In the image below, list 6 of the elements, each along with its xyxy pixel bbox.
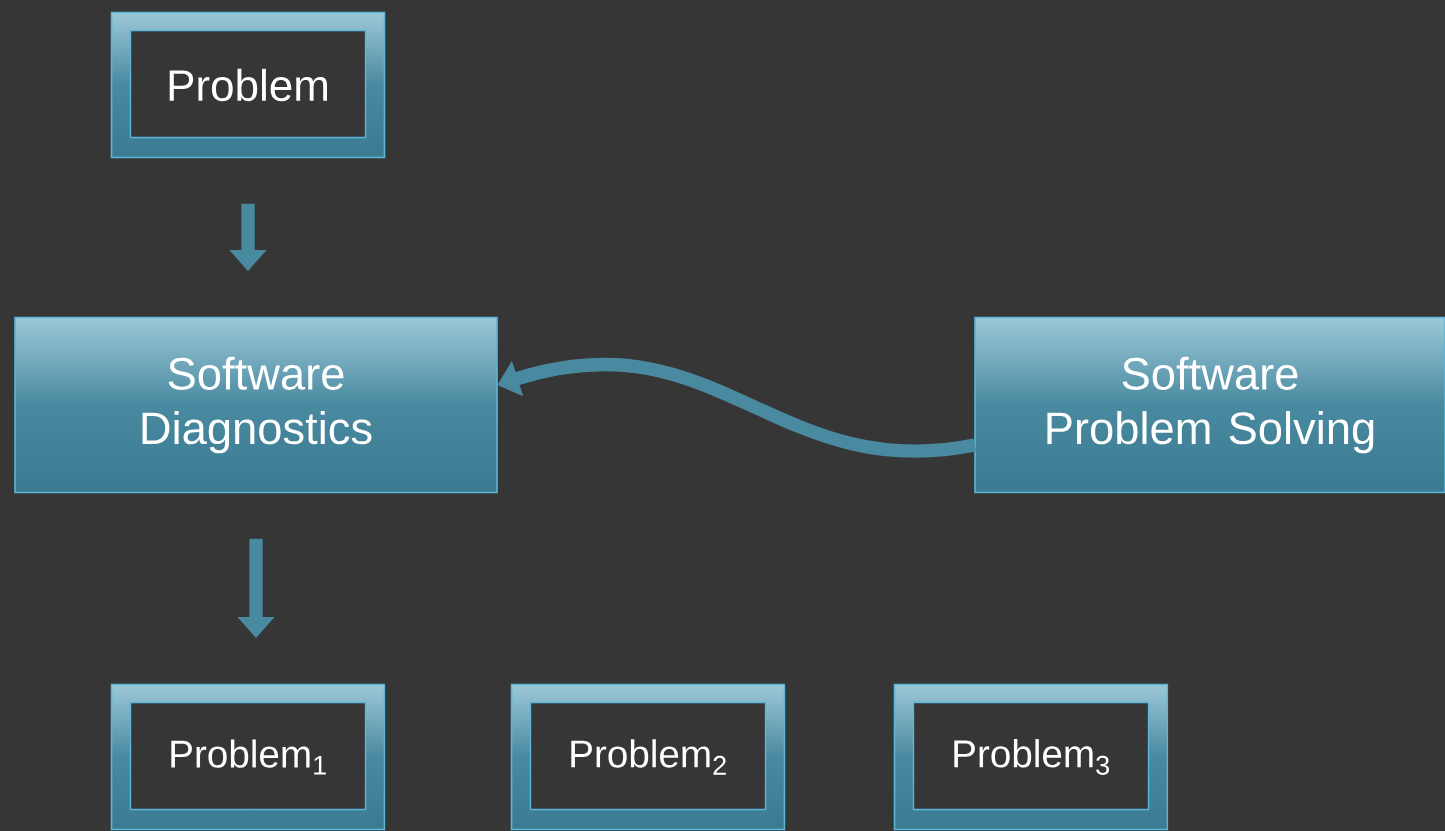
frame-box: Problem$_{2}$ <box>510 683 786 831</box>
process-box: Software Diagnostics <box>14 316 498 494</box>
frame-box: Problem$_{3}$ <box>893 683 1169 831</box>
frame-box: Problem <box>110 11 386 159</box>
process-box: Software Problem Solving <box>974 316 1445 494</box>
frame-box: Problem$_{1}$ <box>110 683 386 831</box>
